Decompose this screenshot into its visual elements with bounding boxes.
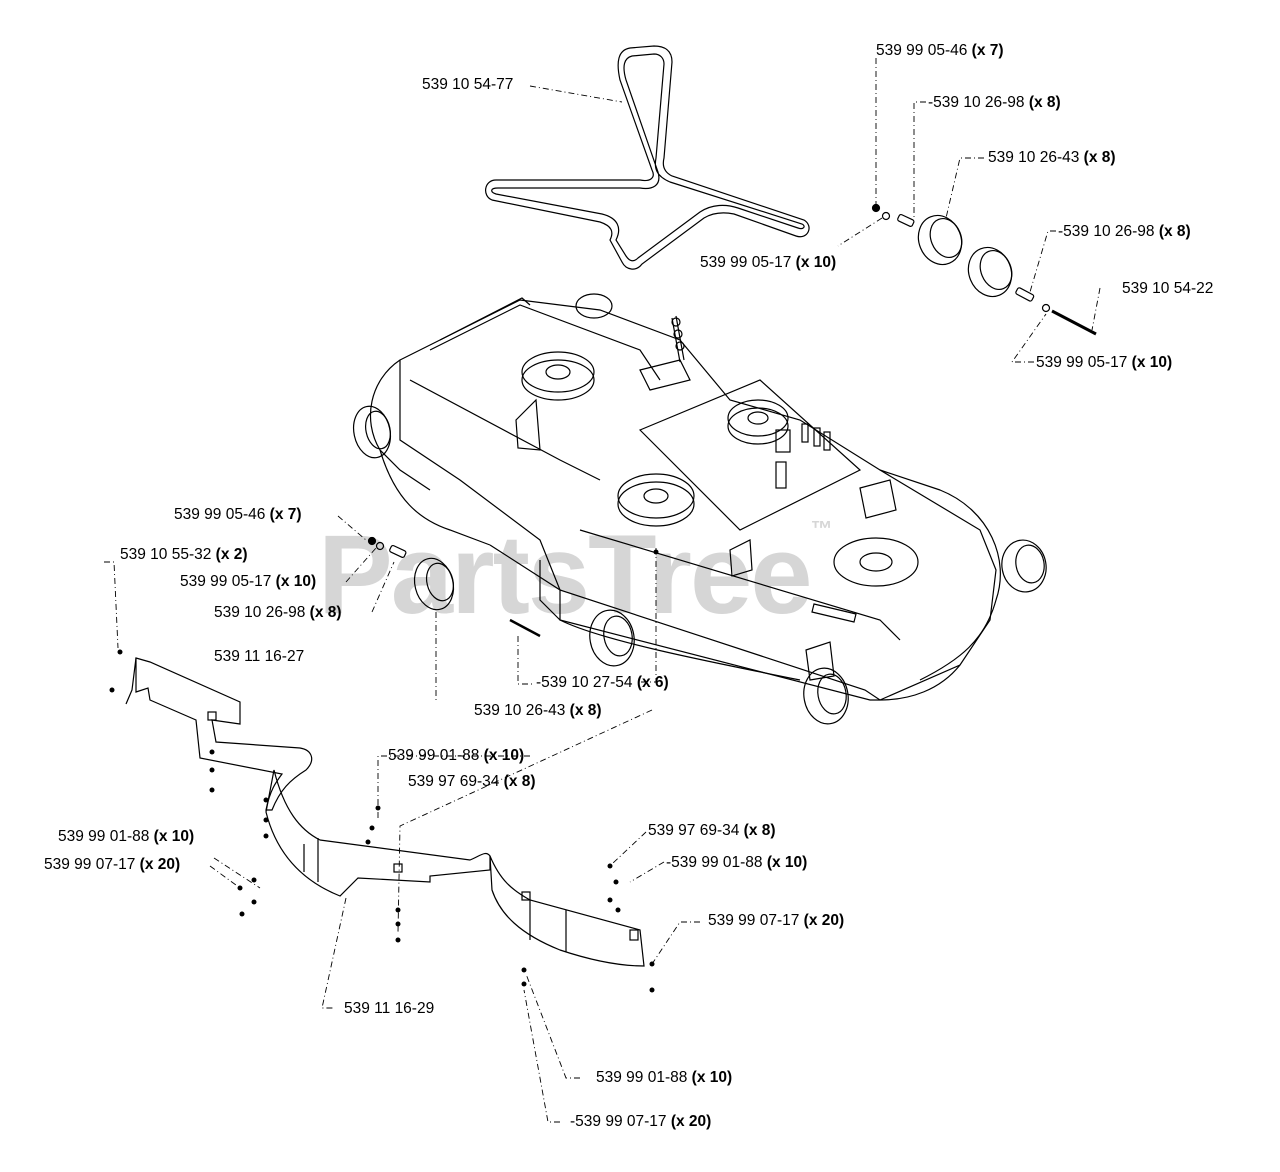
part-label-b-washer-88[interactable]: 539 99 01-88 (x 10) [596,1069,732,1087]
part-label-c-wheel-43[interactable]: 539 10 26-43 (x 8) [474,702,602,720]
part-label-tr-nut-17b[interactable]: 539 99 05-17 (x 10) [1036,354,1172,372]
part-qty: (x 7) [971,42,1004,59]
part-label-b-nut-0717[interactable]: -539 99 07-17 (x 20) [570,1113,711,1131]
right-pulley [617,473,695,519]
right-wheel-assembly[interactable] [871,203,1097,336]
part-label-r-washer-88[interactable]: -539 99 01-88 (x 10) [666,854,807,872]
part-label-tr-spacer-98b[interactable]: -539 10 26-98 (x 8) [1058,223,1191,241]
part-label-tr-wheel-43[interactable]: 539 10 26-43 (x 8) [988,149,1116,167]
part-number: 539 10 54-77 [422,76,514,93]
part-qty: (x 8) [309,604,342,621]
part-label-c-pin-54[interactable]: -539 10 27-54 (x 6) [536,674,669,692]
part-number: 539 11 16-29 [344,1000,435,1017]
part-number: 539 99 05-17 [180,573,272,590]
part-number: 539 99 07-17 [708,912,800,929]
wheel-2 [967,246,1013,298]
part-number: 539 10 26-98 [214,604,306,621]
deck-wheel-right [1001,539,1047,593]
part-qty: (x 8) [1028,94,1061,111]
hardware-fasteners [109,549,659,993]
part-label-l-bolt-46[interactable]: 539 99 05-46 (x 7) [174,506,302,524]
part-number: -539 10 26-98 [1058,223,1155,240]
part-label-l-nut-0717[interactable]: 539 99 07-17 (x 20) [44,856,180,874]
wheel-1 [917,214,963,266]
mower-deck[interactable] [349,293,1050,727]
part-label-tr-axle-22[interactable]: 539 10 54-22 [1122,280,1213,298]
part-number: -539 10 27-54 [536,674,633,691]
deck-wheel-rear [575,293,613,319]
part-qty: (x 10) [483,747,525,764]
part-label-l-bracket-32[interactable]: 539 10 55-32 (x 2) [120,546,248,564]
part-number: 539 10 55-32 [120,546,212,563]
part-qty: (x 10) [691,1069,733,1086]
part-number: 539 99 01-88 [58,828,150,845]
right-baffle[interactable] [489,855,645,967]
part-label-c-bolt-34[interactable]: 539 97 69-34 (x 8) [408,773,536,791]
part-number: -539 10 26-98 [928,94,1025,111]
left-baffle[interactable] [125,657,313,811]
part-qty: (x 10) [275,573,317,590]
leader-lines [104,58,1101,1123]
part-qty: (x 2) [215,546,248,563]
center-baffle[interactable] [265,769,491,897]
part-label-l-baffle-27[interactable]: 539 11 16-27 [214,648,304,666]
part-qty: (x 20) [670,1113,712,1130]
deck-wheel-front-right [803,667,849,725]
part-number: 539 99 05-46 [876,42,968,59]
part-label-tr-bolt-46[interactable]: 539 99 05-46 (x 7) [876,42,1004,60]
part-number: 539 97 69-34 [648,822,740,839]
part-label-l-washer-88[interactable]: 539 99 01-88 (x 10) [58,828,194,846]
deck-wheel-front-left [589,609,635,667]
part-qty: (x 8) [1083,149,1116,166]
part-qty: (x 6) [636,674,669,691]
part-qty: (x 8) [743,822,776,839]
part-qty: (x 20) [803,912,845,929]
part-label-tr-spacer-98a[interactable]: -539 10 26-98 (x 8) [928,94,1061,112]
part-number: 539 99 05-17 [700,254,792,271]
part-label-r-bolt-34[interactable]: 539 97 69-34 (x 8) [648,822,776,840]
part-qty: (x 10) [766,854,808,871]
left-pulley [521,351,595,393]
part-qty: (x 7) [269,506,302,523]
part-label-b-baffle-29[interactable]: 539 11 16-29 [344,1000,434,1018]
part-label-c-washer-88[interactable]: 539 99 01-88 (x 10) [388,747,524,765]
spacer [897,213,915,227]
part-number: 539 10 54-22 [1122,280,1214,297]
axle [1051,309,1097,336]
part-qty: (x 10) [795,254,837,271]
part-qty: (x 10) [1131,354,1173,371]
part-number: -539 99 01-88 [666,854,763,871]
part-number: -539 99 07-17 [570,1113,667,1130]
part-label-r-nut-0717[interactable]: 539 99 07-17 (x 20) [708,912,844,930]
bolt-head [871,203,881,213]
part-qty: (x 20) [139,856,181,873]
part-label-l-spacer-98[interactable]: 539 10 26-98 (x 8) [214,604,342,622]
part-number: 539 99 01-88 [596,1069,688,1086]
part-number: 539 99 05-46 [174,506,266,523]
part-label-tr-nut-17a[interactable]: 539 99 05-17 (x 10) [700,254,836,272]
center-pulley [727,399,789,437]
watermark-tm: ™ [810,516,833,541]
part-qty: (x 8) [1158,223,1191,240]
part-label-belt[interactable]: 539 10 54-77 [422,76,513,94]
part-qty: (x 8) [503,773,536,790]
part-number: 539 10 26-43 [988,149,1080,166]
part-qty: (x 8) [569,702,602,719]
part-qty: (x 10) [153,828,195,845]
spacer-2 [1015,287,1035,302]
drive-belt[interactable] [485,45,810,270]
left-wheel-assembly[interactable] [367,536,541,638]
part-number: 539 11 16-27 [214,648,305,665]
nut [881,211,891,221]
part-number: 539 99 07-17 [44,856,136,873]
part-number: 539 99 05-17 [1036,354,1128,371]
part-number: 539 97 69-34 [408,773,500,790]
part-label-l-nut-17[interactable]: 539 99 05-17 (x 10) [180,573,316,591]
part-number: 539 99 01-88 [388,747,480,764]
part-number: 539 10 26-43 [474,702,566,719]
